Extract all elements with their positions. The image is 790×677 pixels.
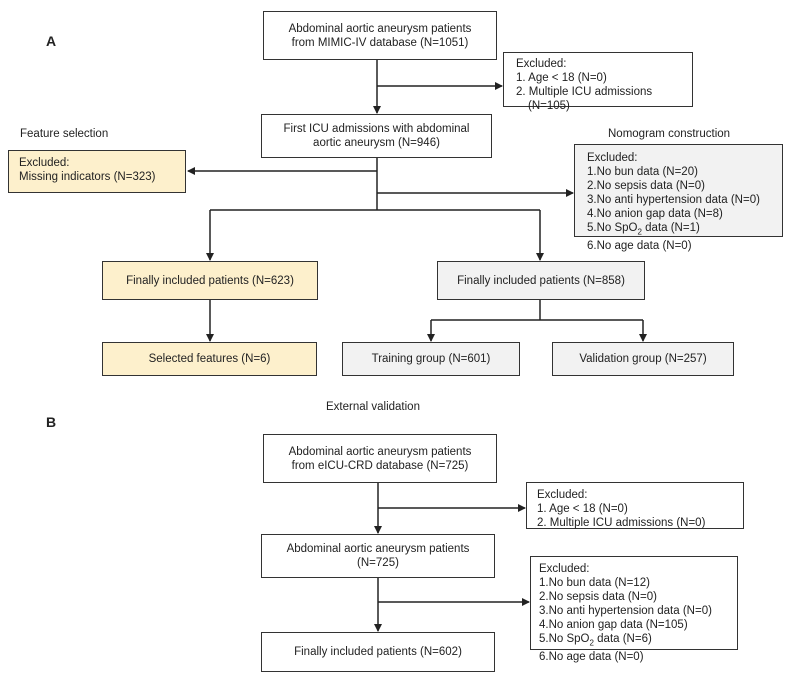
feature-excluded-box: Excluded: Missing indicators (N=323) bbox=[8, 150, 186, 193]
mimic-excluded-box: Excluded: 1. Age < 18 (N=0) 2. Multiple … bbox=[503, 52, 693, 112]
finally-included-b-text: Finally included patients (N=602) bbox=[294, 646, 462, 658]
validation-group-box: Validation group (N=257) bbox=[552, 342, 734, 376]
excluded-item: 1.No bun data (N=20) bbox=[587, 166, 698, 178]
nomogram-construction-label: Nomogram construction bbox=[608, 128, 731, 140]
excluded-item: 4.No anion gap data (N=8) bbox=[587, 208, 723, 220]
panel-a-label: A bbox=[46, 33, 57, 49]
finally-included-b-box: Finally included patients (N=602) bbox=[261, 632, 495, 672]
panel-b-label: B bbox=[46, 414, 57, 430]
aaa-patients-box: Abdominal aortic aneurysm patients (N=72… bbox=[261, 534, 495, 578]
finally-included-right-box: Finally included patients (N=858) bbox=[437, 261, 645, 300]
excluded-title: Excluded: bbox=[516, 58, 567, 70]
aaa-patients-line1: Abdominal aortic aneurysm patients bbox=[286, 543, 470, 555]
excluded-title: Excluded: bbox=[537, 489, 588, 501]
excluded-item: (N=105) bbox=[528, 100, 570, 112]
feature-selection-label: Feature selection bbox=[20, 128, 109, 140]
excluded-item: 2. Multiple ICU admissions bbox=[516, 86, 653, 98]
training-group-text: Training group (N=601) bbox=[371, 353, 491, 365]
external-validation-label: External validation bbox=[326, 401, 420, 413]
selected-features-box: Selected features (N=6) bbox=[102, 342, 317, 376]
eicu-source-line2: from eICU-CRD database (N=725) bbox=[291, 459, 469, 472]
eicu-source-line1: Abdominal aortic aneurysm patients bbox=[288, 445, 472, 458]
excluded-item: 1. Age < 18 (N=0) bbox=[516, 72, 607, 84]
mimic-source-box: Abdominal aortic aneurysm patients from … bbox=[263, 11, 497, 60]
excluded-title: Excluded: bbox=[19, 157, 70, 169]
excluded-item: 4.No anion gap data (N=105) bbox=[539, 619, 688, 631]
mimic-source-line2: from MIMIC-IV database (N=1051) bbox=[291, 36, 469, 49]
mimic-source-line1: Abdominal aortic aneurysm patients bbox=[288, 22, 472, 35]
excluded-item: 3.No anti hypertension data (N=0) bbox=[587, 194, 760, 206]
excluded-title: Excluded: bbox=[539, 563, 590, 575]
excluded-item: 2.No sepsis data (N=0) bbox=[539, 591, 657, 603]
excluded-item: 1.No bun data (N=12) bbox=[539, 577, 650, 589]
training-group-box: Training group (N=601) bbox=[342, 342, 520, 376]
first-icu-box: First ICU admissions with abdominal aort… bbox=[261, 114, 492, 158]
finally-included-right-text: Finally included patients (N=858) bbox=[457, 274, 625, 287]
eicu-excluded2-box: Excluded: 1.No bun data (N=12) 2.No seps… bbox=[530, 556, 738, 663]
excluded-item: 6.No age data (N=0) bbox=[587, 240, 692, 253]
finally-included-left-box: Finally included patients (N=623) bbox=[102, 261, 318, 300]
excluded-item-spo2: 5.No SpO2 data (N=6) bbox=[539, 633, 652, 648]
selected-features-text: Selected features (N=6) bbox=[148, 353, 271, 365]
validation-group-text: Validation group (N=257) bbox=[579, 353, 707, 365]
excluded-item: 3.No anti hypertension data (N=0) bbox=[539, 605, 712, 617]
excluded-title: Excluded: bbox=[587, 152, 638, 164]
excluded-item: 2. Multiple ICU admissions (N=0) bbox=[537, 517, 706, 529]
eicu-excluded-box: Excluded: 1. Age < 18 (N=0) 2. Multiple … bbox=[526, 482, 744, 529]
first-icu-line1: First ICU admissions with abdominal bbox=[283, 123, 470, 135]
excluded-item-spo2: 5.No SpO2 data (N=1) bbox=[587, 222, 700, 237]
eicu-source-box: Abdominal aortic aneurysm patients from … bbox=[263, 434, 497, 483]
excluded-item: 2.No sepsis data (N=0) bbox=[587, 180, 705, 192]
first-icu-line2: aortic aneurysm (N=946) bbox=[313, 137, 440, 149]
excluded-item: Missing indicators (N=323) bbox=[19, 171, 156, 183]
nomogram-excluded-box: Excluded: 1.No bun data (N=20) 2.No seps… bbox=[574, 144, 783, 252]
excluded-item: 6.No age data (N=0) bbox=[539, 651, 644, 664]
aaa-patients-line2: (N=725) bbox=[357, 557, 399, 569]
excluded-item: 1. Age < 18 (N=0) bbox=[537, 503, 628, 515]
finally-included-left-text: Finally included patients (N=623) bbox=[126, 274, 294, 287]
